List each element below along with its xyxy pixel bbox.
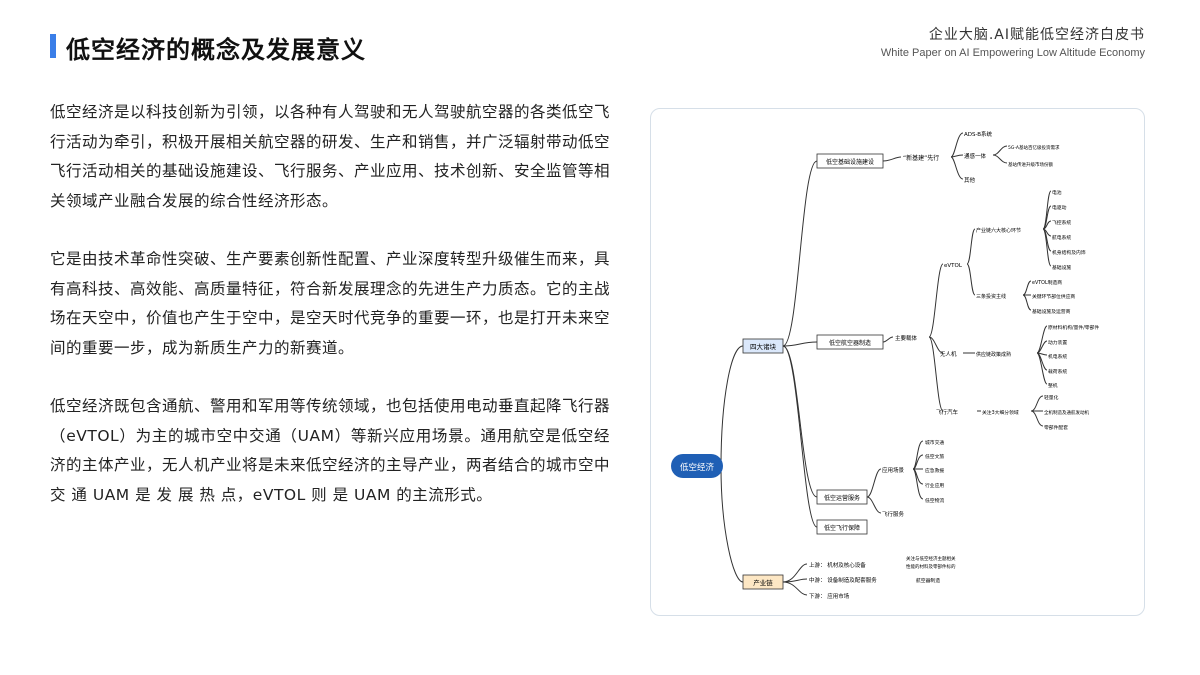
mindmap-logistics: 低空物流 — [925, 497, 944, 504]
mindmap-downstream: 下游： 应用市场 — [809, 592, 850, 600]
mindmap-evtol-manufacture: eVTOL制造商 — [1032, 279, 1062, 286]
mindmap-diagram: 低空经济 四大诸块 产业链 低空基础设施建设 “新基建”先行 ADS-B系统 通… — [671, 130, 1099, 600]
mindmap-basic-facilities: 基础设施 — [1052, 264, 1071, 271]
mindmap-figure: 低空经济 四大诸块 产业链 低空基础设施建设 “新基建”先行 ADS-B系统 通… — [650, 108, 1145, 616]
mindmap-flight-guarantee: 低空飞行保障 — [824, 524, 860, 532]
mindmap-root: 低空经济 — [680, 462, 715, 473]
body-text: 低空经济是以科技创新为引领，以各种有人驾驶和无人驾驶航空器的各类低空飞行活动为牵… — [50, 98, 610, 539]
mindmap-mission-sys: 载荷系统 — [1048, 368, 1067, 375]
mindmap-upstream: 上游： 机材及核心设备 — [809, 561, 866, 569]
mindmap-industry-app: 行业应用 — [925, 482, 944, 489]
mindmap-avionics: 航电系统 — [1052, 234, 1071, 241]
mindmap-operations: 低空运营服务 — [824, 494, 860, 502]
mindmap-key-parts: 关键环节部位供应商 — [1032, 293, 1075, 300]
mindmap-six-links: 产业链六大核心环节 — [976, 227, 1021, 234]
mindmap-base-operators: 基础设施及运营商 — [1032, 308, 1071, 315]
mindmap-flight-control: 飞控系统 — [1052, 219, 1071, 226]
mindmap-four-elements: 四大诸块 — [750, 342, 777, 351]
mindmap-power-unit: 动力装置 — [1048, 339, 1067, 346]
mindmap-operator-share: 基站传进升级市场份额 — [1008, 161, 1053, 168]
mindmap-emergency: 应急救援 — [925, 467, 944, 474]
mindmap-three-directions: 关注3大细分领域 — [982, 409, 1019, 416]
mindmap-main-carrier: 主要载体 — [895, 334, 918, 342]
mindmap-industry-chain: 产业链 — [753, 578, 773, 587]
mindmap-supply-chain: 供应链政策成熟 — [976, 351, 1011, 358]
mindmap-other: 其他 — [964, 176, 976, 184]
mindmap-raw-materials: 原材料机构/量件/零部件 — [1048, 324, 1099, 331]
mindmap-scenarios: 应用场景 — [882, 466, 905, 474]
mindmap-battery: 电池 — [1052, 189, 1062, 196]
brand-title-en: White Paper on AI Empowering Low Altitud… — [880, 47, 1145, 59]
mindmap-midstream-note: 航空器制造 — [916, 577, 940, 584]
mindmap-three-main-lines: 三条投资主线 — [976, 293, 1006, 300]
title-accent-bar — [50, 34, 56, 58]
mindmap-upstream-note-1: 关注与低空经济主题相关 — [906, 555, 956, 562]
mindmap-infra: 低空基础设施建设 — [826, 158, 874, 166]
mindmap-whole-machine: 整机 — [1048, 382, 1058, 389]
mindmap-aircraft: 低空航空器制造 — [829, 339, 871, 347]
mindmap-comm-integration: 通感一体 — [964, 152, 987, 160]
mindmap-5g-a: 5G-A基站百亿级投资需求 — [1008, 144, 1060, 151]
mindmap-tourism: 低空文旅 — [925, 453, 944, 460]
mindmap-urban-traffic: 城市交通 — [925, 439, 944, 446]
mindmap-midstream: 中游： 设备制造及配套服务 — [809, 576, 877, 584]
paragraph-significance: 它是由技术革命性突破、生产要素创新性配置、产业深度转型升级催生而来，具有高科技、… — [50, 250, 611, 357]
mindmap-upstream-note-2: 性能的材料及零部件标的 — [906, 563, 956, 570]
mindmap-new-infra: “新基建”先行 — [903, 154, 939, 162]
page-title: 低空经济的概念及发展意义 — [66, 36, 366, 64]
brand-title-cn: 企业大脑.AI赋能低空经济白皮书 — [928, 27, 1145, 43]
paragraph-scope: 低空经济既包含通航、警用和军用等传统领域，也包括使用电动垂直起降飞行器（eVTO… — [50, 397, 611, 504]
mindmap-chassis: 全机制造及通航发动机 — [1044, 409, 1089, 416]
mindmap-motor: 电驱动 — [1052, 204, 1067, 211]
mindmap-flying-car: 飞行汽车 — [936, 408, 959, 416]
mindmap-airframe: 机身结构及内饰 — [1052, 249, 1086, 256]
paragraph-definition: 低空经济是以科技创新为引领，以各种有人驾驶和无人驾驶航空器的各类低空飞行活动为牵… — [50, 103, 611, 210]
mindmap-flight-service: 飞行服务 — [882, 510, 905, 518]
mindmap-parts-supply: 零部件配套 — [1044, 424, 1068, 431]
whitepaper-brand: 企业大脑.AI赋能低空经济白皮书 White Paper on AI Empow… — [881, 24, 1145, 59]
mindmap-evtol: eVTOL — [944, 263, 963, 269]
mindmap-drone: 无人机 — [940, 350, 957, 358]
mindmap-avionics-sys: 机电系统 — [1048, 353, 1067, 360]
mindmap-ads-b: ADS-B系统 — [964, 130, 993, 138]
mindmap-lightweight: 轻量化 — [1044, 394, 1059, 401]
